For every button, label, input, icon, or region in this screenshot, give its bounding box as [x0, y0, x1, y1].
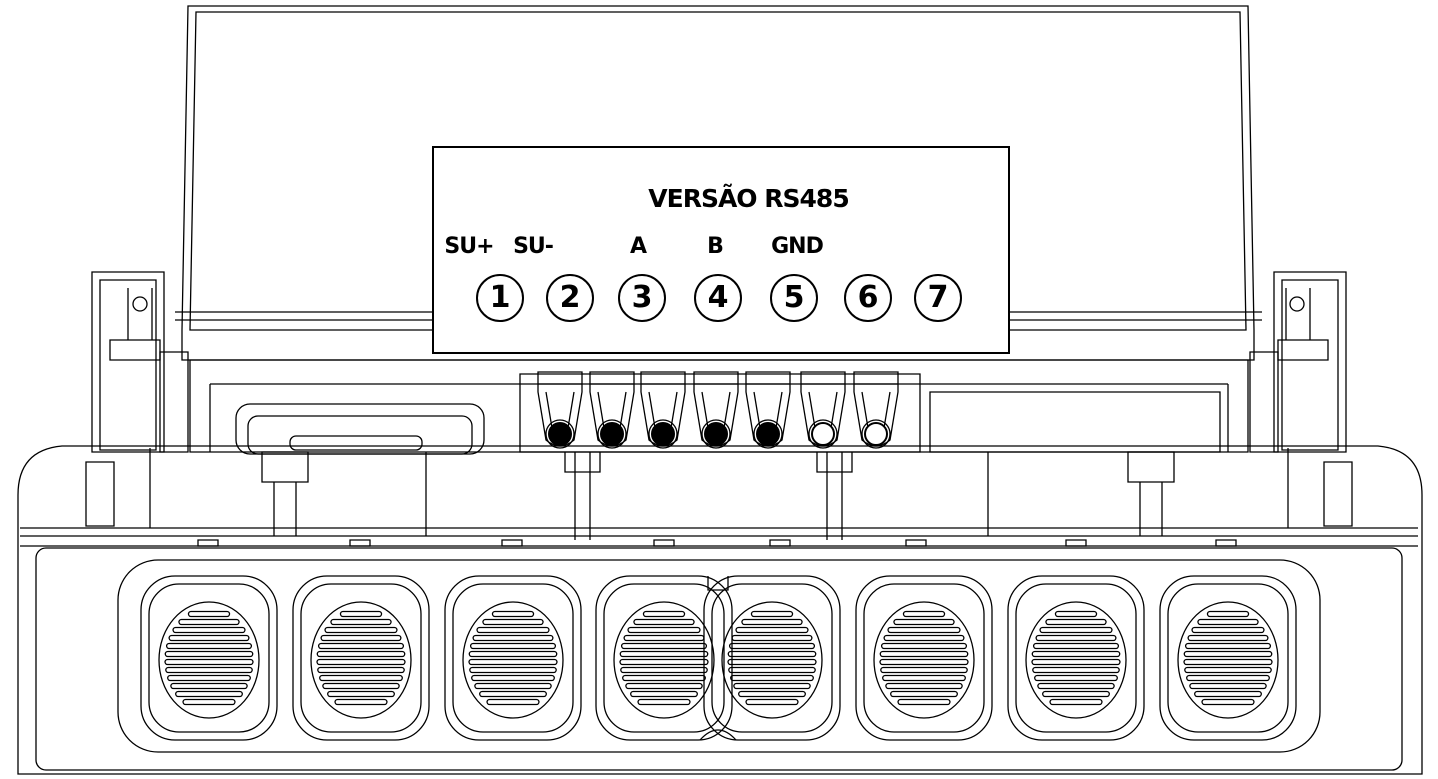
cable-glands — [118, 560, 1320, 752]
cover-outline — [182, 6, 1254, 360]
terminal-label-1: SU+ — [444, 234, 494, 259]
terminal-label-3: A — [629, 234, 647, 259]
cable-gland-2 — [293, 576, 429, 740]
terminal-number-3: 3 — [618, 274, 666, 322]
cable-gland-1 — [141, 576, 277, 740]
terminal-housing — [520, 374, 920, 452]
cover-inner-line — [190, 12, 1246, 330]
cable-gland-3 — [445, 576, 581, 740]
posts — [262, 452, 1174, 536]
double-gland-notch — [700, 576, 736, 740]
terminal-label-4: B — [707, 234, 724, 259]
terminal-number-7: 7 — [914, 274, 962, 322]
terminal-screw-1 — [538, 372, 582, 448]
wire-guide-1 — [565, 452, 600, 540]
terminal-number-6: 6 — [844, 274, 892, 322]
left-recess-slot — [290, 436, 422, 450]
terminal-number-2: 2 — [546, 274, 594, 322]
bottom-mold-marks — [198, 540, 1236, 546]
left-hinge — [92, 272, 188, 452]
terminal-screw-2 — [590, 372, 634, 448]
cable-gland-6 — [856, 576, 992, 740]
terminal-screw-4 — [694, 372, 738, 448]
terminal-screw-3 — [641, 372, 685, 448]
wire-guide-2 — [817, 452, 852, 540]
cable-gland-4 — [596, 576, 732, 740]
left-clip — [86, 462, 114, 526]
terminal-label-5: GND — [771, 234, 824, 259]
terminal-number-4: 4 — [694, 274, 742, 322]
left-recess-inner — [248, 416, 472, 454]
right-clip — [1324, 462, 1352, 526]
terminal-number-5: 5 — [770, 274, 818, 322]
rs485-label: VERSÃO RS485 SU+ SU- A B GND 1 2 3 4 5 6… — [432, 146, 1010, 354]
label-title: VERSÃO RS485 — [648, 184, 849, 213]
terminal-screw-6 — [801, 372, 845, 448]
right-recess — [930, 392, 1220, 452]
terminal-screws — [538, 372, 898, 540]
right-hinge — [1250, 272, 1346, 452]
base-outline — [18, 446, 1422, 774]
terminal-screw-7 — [854, 372, 898, 448]
terminal-screw-5 — [746, 372, 790, 448]
base-inner — [36, 548, 1402, 770]
cable-gland-5 — [704, 576, 840, 740]
gland-panel — [118, 560, 1320, 752]
terminal-label-2: SU- — [513, 234, 554, 259]
cable-gland-8 — [1160, 576, 1296, 740]
terminal-number-1: 1 — [476, 274, 524, 322]
cable-gland-7 — [1008, 576, 1144, 740]
